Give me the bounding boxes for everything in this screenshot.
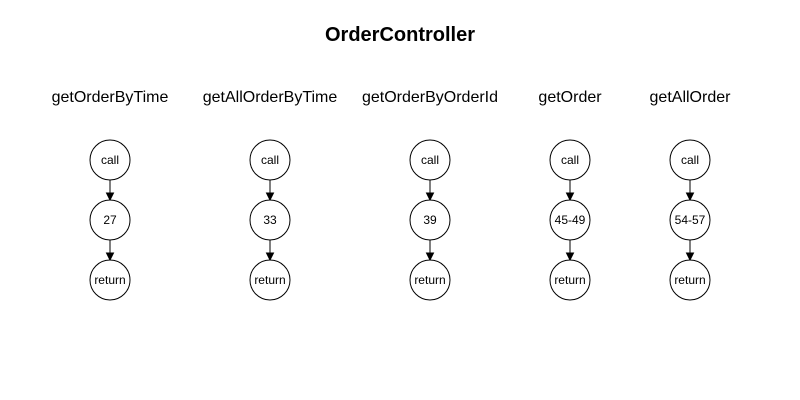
line-node: 33 bbox=[249, 199, 291, 241]
method-column: getAllOrderByTime call 33 return bbox=[203, 89, 338, 301]
arrowhead bbox=[685, 252, 695, 262]
node-label: return bbox=[554, 273, 585, 287]
node-circle bbox=[549, 139, 591, 181]
node-label: call bbox=[561, 153, 579, 167]
method-column: getAllOrder call 54-57 return bbox=[650, 89, 732, 301]
method-column: getOrderByOrderId call 39 return bbox=[362, 89, 498, 301]
node-label: 45-49 bbox=[555, 213, 586, 227]
arrowhead bbox=[105, 192, 115, 202]
method-column: getOrderByTime call 27 return bbox=[52, 89, 169, 301]
node-circle bbox=[669, 199, 711, 241]
node-label: call bbox=[681, 153, 699, 167]
node-circle bbox=[669, 139, 711, 181]
return-node: return bbox=[549, 259, 591, 301]
node-label: call bbox=[261, 153, 279, 167]
node-circle bbox=[549, 199, 591, 241]
return-node: return bbox=[249, 259, 291, 301]
call-node: call bbox=[549, 139, 591, 181]
method-name-label: getOrderByOrderId bbox=[362, 89, 498, 106]
call-node: call bbox=[409, 139, 451, 181]
line-node: 27 bbox=[89, 199, 131, 241]
node-circle bbox=[89, 139, 131, 181]
node-circle bbox=[249, 139, 291, 181]
method-name-label: getOrder bbox=[538, 89, 602, 106]
node-circle bbox=[249, 259, 291, 301]
arrowhead bbox=[565, 192, 575, 202]
arrowhead bbox=[425, 192, 435, 202]
line-node: 54-57 bbox=[669, 199, 711, 241]
node-circle bbox=[409, 259, 451, 301]
arrowhead bbox=[565, 252, 575, 262]
node-label: return bbox=[674, 273, 705, 287]
arrowhead bbox=[685, 192, 695, 202]
arrowhead bbox=[105, 252, 115, 262]
method-name-label: getAllOrderByTime bbox=[203, 89, 338, 106]
arrowhead bbox=[265, 192, 275, 202]
call-node: call bbox=[249, 139, 291, 181]
arrowhead bbox=[425, 252, 435, 262]
return-node: return bbox=[409, 259, 451, 301]
method-name-label: getOrderByTime bbox=[52, 89, 169, 106]
node-circle bbox=[89, 199, 131, 241]
node-label: call bbox=[421, 153, 439, 167]
call-node: call bbox=[669, 139, 711, 181]
return-node: return bbox=[669, 259, 711, 301]
line-node: 39 bbox=[409, 199, 451, 241]
node-circle bbox=[89, 259, 131, 301]
methods-group: getOrderByTimecall27returngetAllOrderByT… bbox=[52, 89, 732, 301]
arrowhead bbox=[265, 252, 275, 262]
node-label: 27 bbox=[103, 213, 117, 227]
method-column: getOrder call 45-49 return bbox=[538, 89, 602, 301]
node-label: 33 bbox=[263, 213, 277, 227]
node-label: return bbox=[94, 273, 125, 287]
diagram-title: OrderController bbox=[325, 24, 475, 46]
node-label: 54-57 bbox=[675, 213, 706, 227]
node-label: 39 bbox=[423, 213, 437, 227]
node-label: return bbox=[414, 273, 445, 287]
node-circle bbox=[249, 199, 291, 241]
node-circle bbox=[669, 259, 711, 301]
line-node: 45-49 bbox=[549, 199, 591, 241]
return-node: return bbox=[89, 259, 131, 301]
call-node: call bbox=[89, 139, 131, 181]
method-name-label: getAllOrder bbox=[650, 89, 732, 106]
node-label: call bbox=[101, 153, 119, 167]
node-circle bbox=[409, 139, 451, 181]
node-label: return bbox=[254, 273, 285, 287]
node-circle bbox=[409, 199, 451, 241]
node-circle bbox=[549, 259, 591, 301]
